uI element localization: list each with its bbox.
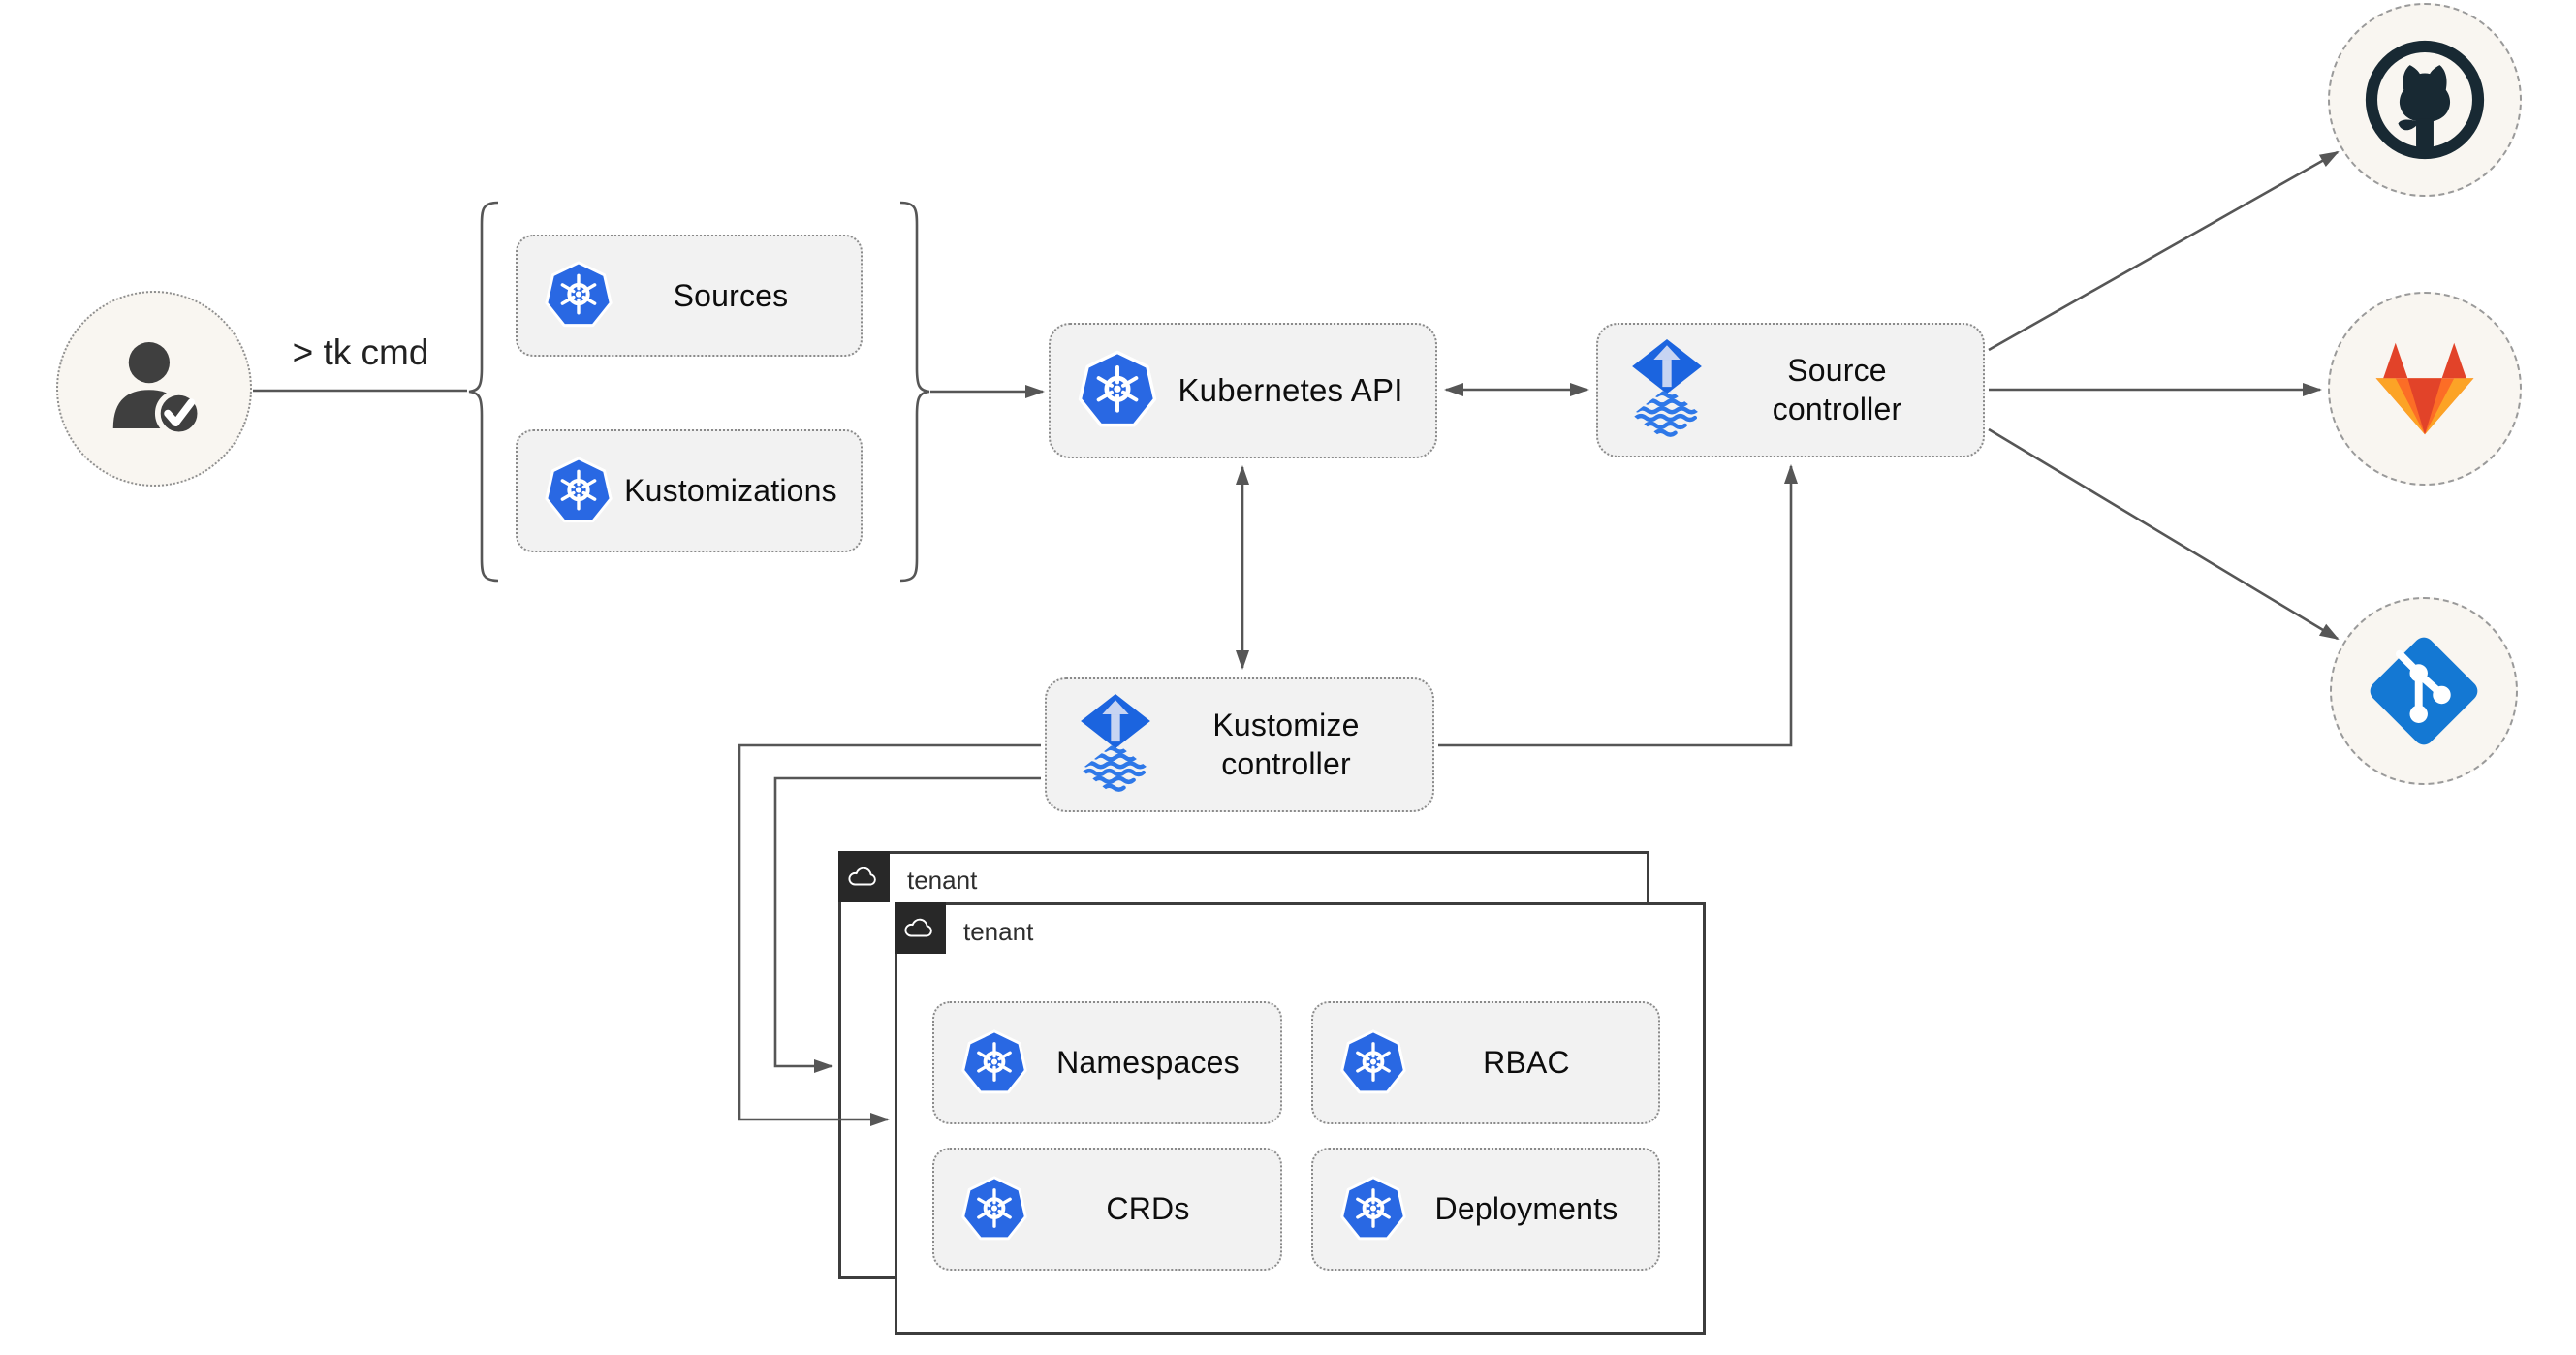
source-controller-node: Source controller [1596,323,1985,457]
kubernetes-icon [959,1175,1029,1245]
tenant-label: tenant [907,866,978,895]
rbac-node: RBAC [1311,1001,1660,1124]
git-node [2330,597,2518,785]
github-node [2328,3,2522,197]
gitlab-node [2328,292,2522,486]
crds-label: CRDs [1106,1191,1190,1226]
tenant-tab [838,851,890,902]
cmd-label: > tk cmd [292,332,429,372]
user-node [56,291,252,487]
source-controller-label: Source controller [1772,353,1902,426]
connector-source-github [1988,150,2340,352]
kustomize-controller-label: Kustomize controller [1212,708,1360,781]
deployments-node: Deployments [1311,1148,1660,1271]
kustomize-controller-node: Kustomize controller [1045,678,1434,812]
sources-node: Sources [516,235,863,357]
bracket-right [899,201,930,583]
sources-label: Sources [673,277,789,313]
tenant-front-panel: tenant Namespaces RBAC CRDs Deployments [895,902,1706,1335]
kubernetes-icon [1338,1175,1408,1245]
kubernetes-icon [1338,1028,1408,1098]
kubernetes-icon [1076,349,1159,432]
bracket-left [468,201,499,583]
kubernetes-icon [959,1028,1029,1098]
connector-source-git [1988,427,2340,641]
kustomizations-label: Kustomizations [624,473,837,508]
kustomizations-node: Kustomizations [516,429,863,552]
tenant-label: tenant [963,917,1034,946]
rbac-label: RBAC [1483,1045,1570,1080]
flux-icon [1078,692,1153,799]
user-check-icon [92,327,216,451]
cloud-icon [847,865,882,890]
github-icon [2363,38,2487,162]
crds-node: CRDs [932,1148,1282,1271]
flux-icon [1629,337,1705,444]
kubernetes-icon [543,260,614,331]
git-icon [2360,627,2488,755]
namespaces-label: Namespaces [1056,1045,1240,1080]
kubernetes-api-node: Kubernetes API [1049,323,1437,458]
tenant-tab [895,902,946,954]
deployments-label: Deployments [1434,1191,1618,1226]
connector-kustomize-source [1438,464,1798,747]
gitlab-icon [2364,335,2486,442]
namespaces-node: Namespaces [932,1001,1282,1124]
kubernetes-api-label: Kubernetes API [1178,372,1403,408]
cloud-icon [903,916,938,941]
kubernetes-icon [543,456,614,527]
